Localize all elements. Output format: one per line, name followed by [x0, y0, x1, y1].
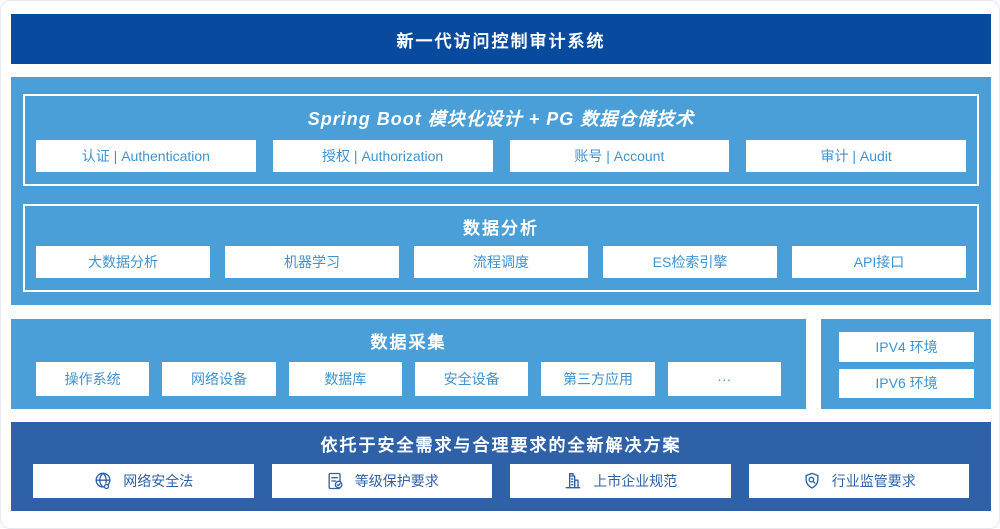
data-analysis-panel: 数据分析 大数据分析 机器学习 流程调度 ES检索引擎 API接口: [23, 204, 979, 292]
collection-source-row: 操作系统 网络设备 数据库 安全设备 第三方应用 ···: [11, 362, 806, 409]
data-collection-section: 数据采集 操作系统 网络设备 数据库 安全设备 第三方应用 ···: [11, 319, 806, 409]
analysis-module-row: 大数据分析 机器学习 流程调度 ES检索引擎 API接口: [25, 246, 977, 290]
shield-search-icon: [802, 471, 822, 491]
solution-industry-regulation: 行业监管要求: [748, 464, 969, 498]
document-check-icon: [325, 471, 345, 491]
solution-section: 依托于安全需求与合理要求的全新解决方案 网络安全法: [11, 422, 991, 511]
source-network-device: 网络设备: [162, 362, 276, 396]
solution-cybersecurity-law: 网络安全法: [33, 464, 254, 498]
module-authentication: 认证 | Authentication: [36, 140, 256, 172]
module-machine-learning: 机器学习: [225, 246, 399, 278]
auth-module-row: 认证 | Authentication 授权 | Authorization 账…: [25, 140, 977, 184]
solution-label: 上市企业规范: [593, 473, 678, 489]
springboot-panel-title: Spring Boot 模块化设计 + PG 数据仓储技术: [307, 109, 695, 129]
source-database: 数据库: [288, 362, 402, 396]
solution-listed-company: 上市企业规范: [510, 464, 731, 498]
springboot-panel: Spring Boot 模块化设计 + PG 数据仓储技术 认证 | Authe…: [23, 94, 979, 186]
solution-classified-protection: 等级保护要求: [271, 464, 492, 498]
module-api: API接口: [792, 246, 966, 278]
page-title: 新一代访问控制审计系统: [396, 31, 606, 51]
module-flow-scheduling: 流程调度: [414, 246, 588, 278]
solution-title: 依托于安全需求与合理要求的全新解决方案: [320, 435, 682, 455]
globe-icon: [93, 471, 113, 491]
title-banner: 新一代访问控制审计系统: [11, 14, 991, 64]
source-third-party-app: 第三方应用: [541, 362, 655, 396]
source-security-device: 安全设备: [414, 362, 529, 396]
data-analysis-title: 数据分析: [463, 218, 539, 238]
source-more-ellipsis: ···: [667, 362, 781, 396]
solution-label: 行业监管要求: [831, 473, 916, 489]
data-collection-title: 数据采集: [370, 333, 447, 352]
solution-row: 网络安全法 等级保护要求: [11, 464, 991, 511]
module-es-search: ES检索引擎: [603, 246, 777, 278]
ip-environment-panel: IPV4 环境 IPV6 环境: [821, 319, 991, 409]
module-audit: 审计 | Audit: [746, 140, 966, 172]
ipv4-environment: IPV4 环境: [839, 332, 974, 362]
source-operating-system: 操作系统: [36, 362, 150, 396]
platform-section: Spring Boot 模块化设计 + PG 数据仓储技术 认证 | Authe…: [11, 77, 991, 305]
ipv6-environment: IPV6 环境: [839, 368, 974, 398]
solution-label: 等级保护要求: [354, 473, 439, 489]
solution-label: 网络安全法: [123, 473, 194, 489]
module-account: 账号 | Account: [509, 140, 730, 172]
building-icon: [563, 471, 583, 491]
module-authorization: 授权 | Authorization: [272, 140, 493, 172]
module-bigdata-analysis: 大数据分析: [36, 246, 210, 278]
